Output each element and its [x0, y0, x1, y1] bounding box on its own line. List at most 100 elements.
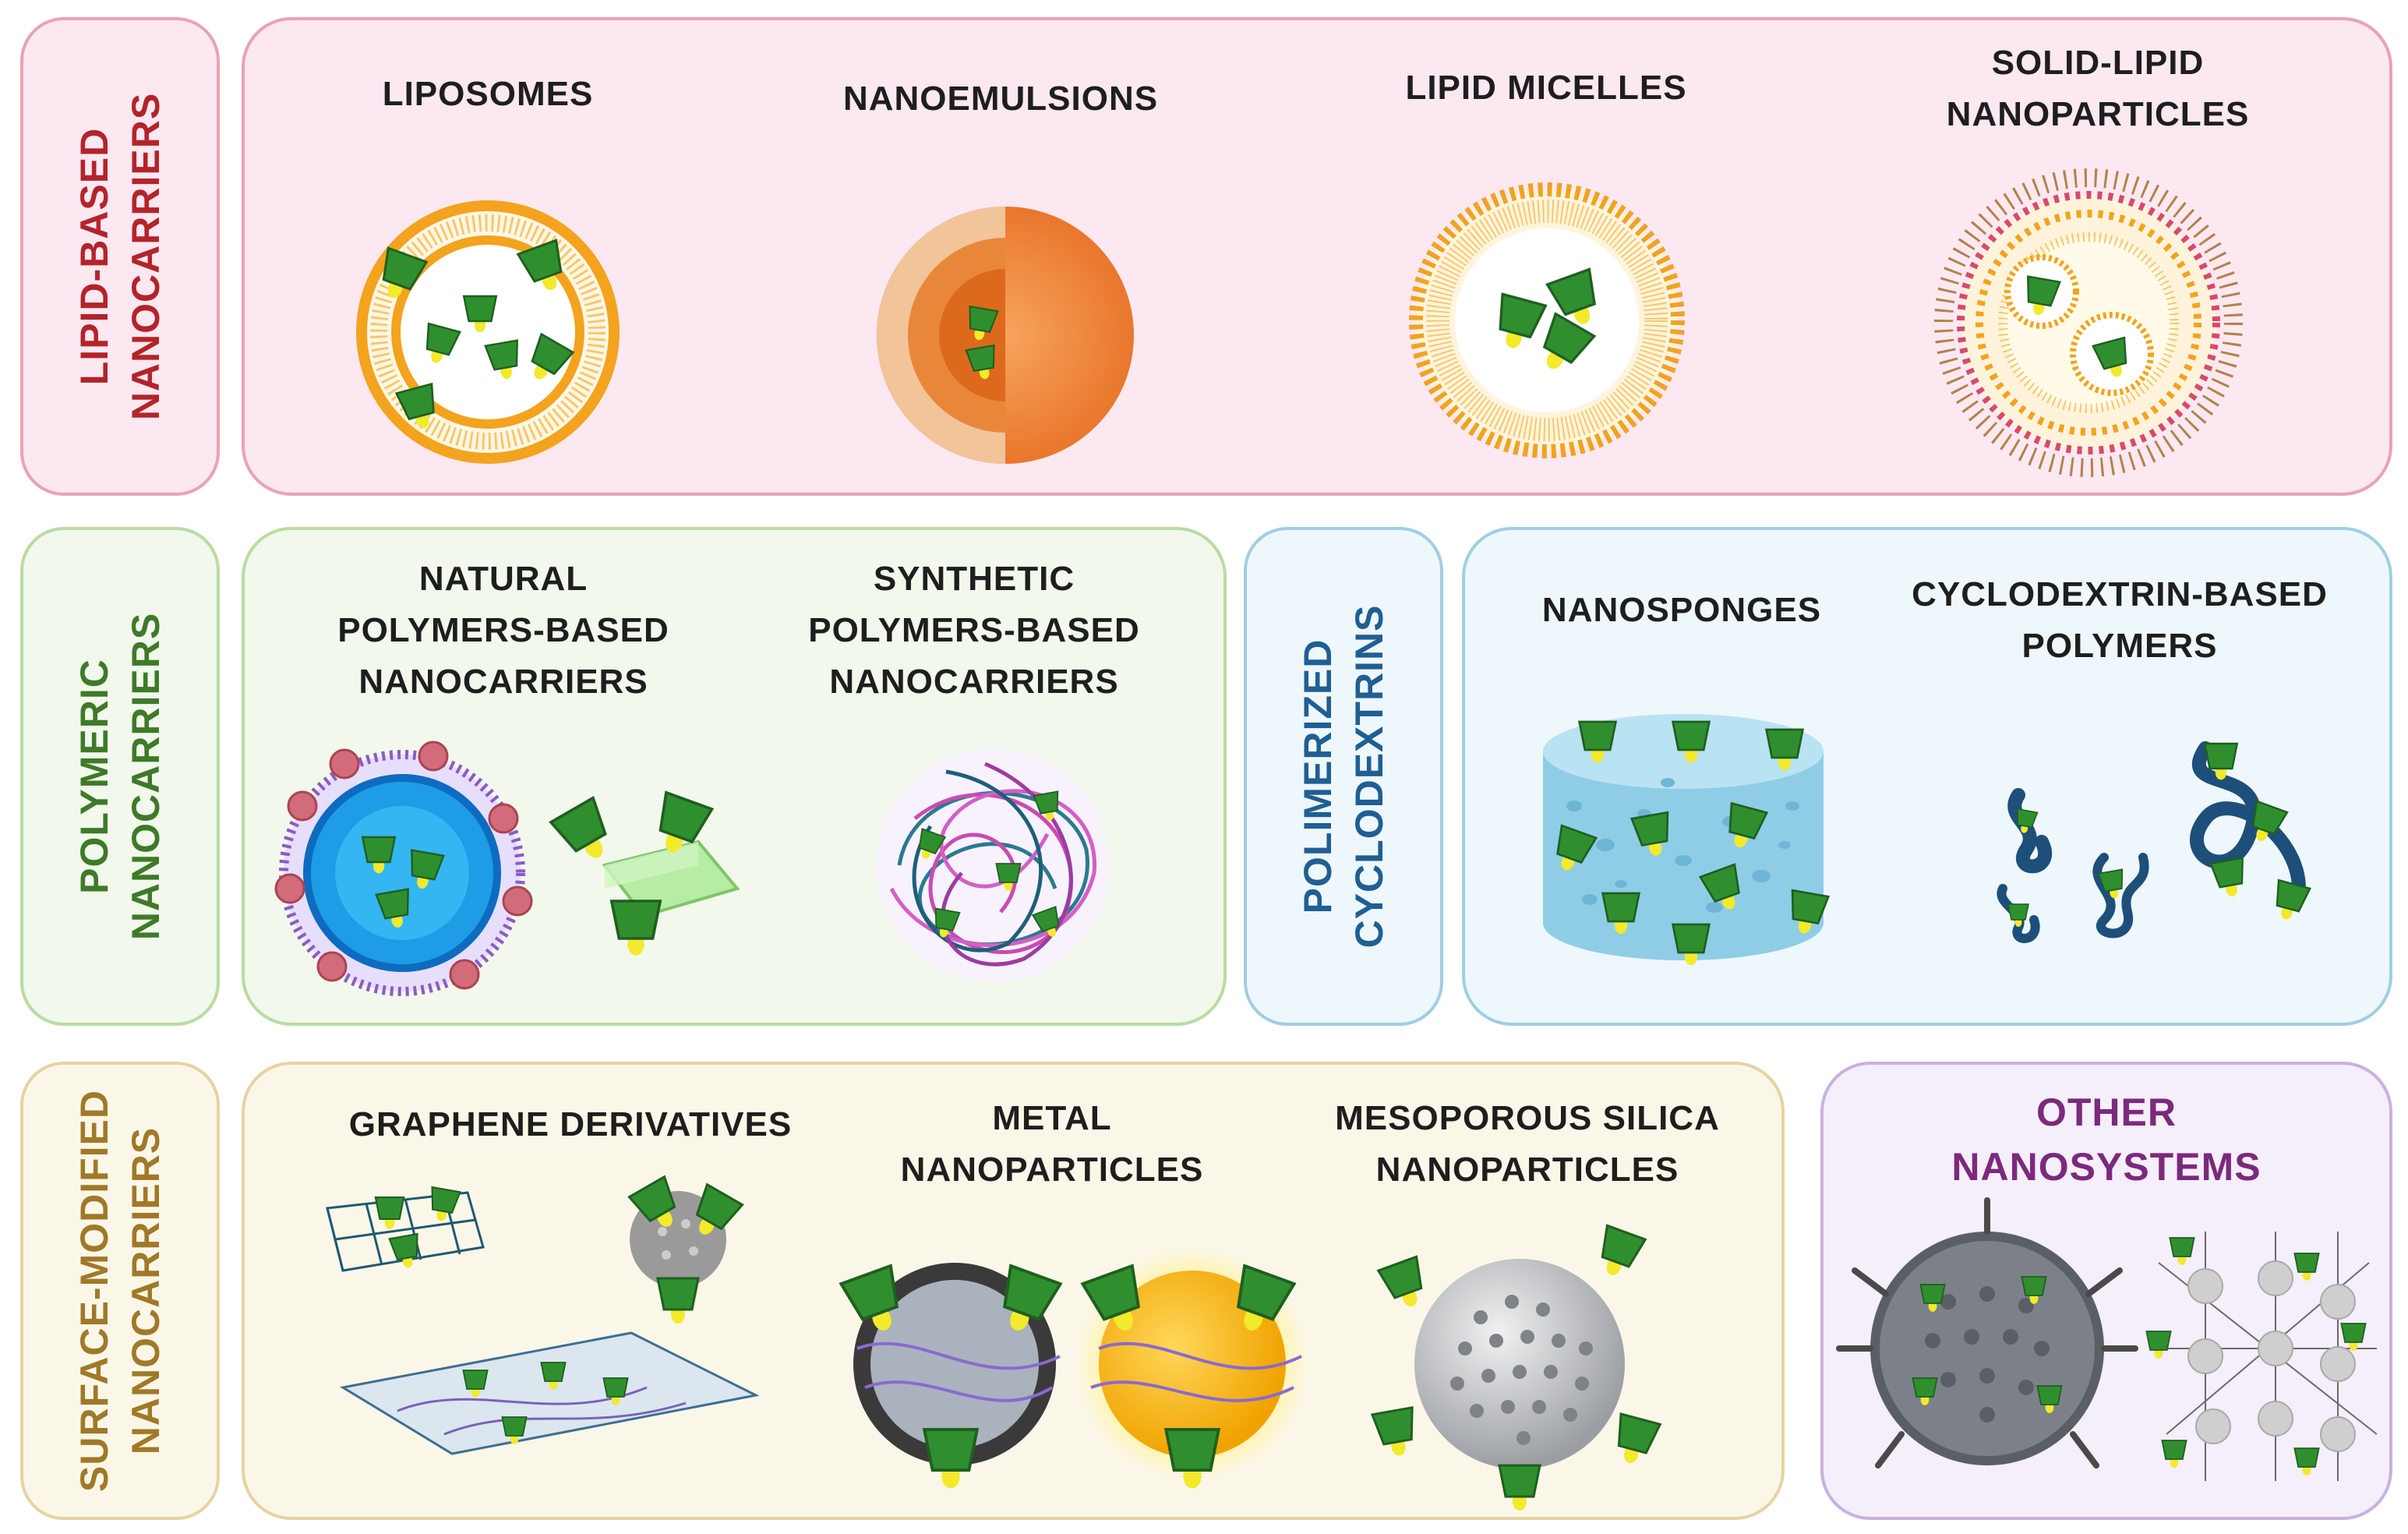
drug-molecule-icon: [549, 795, 607, 858]
cyclodextrins-category-label: POLIMERIZED CYCLODEXTRINS: [1292, 605, 1395, 949]
drug-molecule-icon: [531, 332, 575, 380]
label-line: NANOCARRIERS: [124, 612, 168, 941]
drug-molecule-icon: [627, 1175, 676, 1227]
metal-nanoparticle-icon: [839, 1247, 1309, 1489]
polymeric-category-box: POLYMERIC NANOCARRIERS: [20, 527, 220, 1026]
lipid-micelles-title: LIPID MICELLES: [1405, 62, 1686, 114]
drug-molecule-icon: [374, 1196, 405, 1229]
drug-molecule-icon: [2021, 1276, 2047, 1304]
label-line: NANOCARRIERS: [124, 92, 168, 421]
drug-molecule-icon: [2203, 742, 2239, 780]
drug-molecule-icon: [484, 339, 518, 380]
label-line: POLYMERIC: [72, 659, 116, 894]
drug-molecule-icon: [462, 1370, 489, 1398]
title-line: NANOPARTICLES: [1946, 95, 2250, 133]
cd-polymers-title: CYCLODEXTRIN-BASED POLYMERS: [1912, 569, 2328, 672]
surface-category-label: SURFACE-MODIFIED NANOCARRIERS: [69, 1090, 171, 1492]
silica-nanoparticle-icon: [1370, 1224, 1662, 1511]
title-line: NANOEMULSIONS: [842, 80, 1159, 118]
drug-molecule-icon: [2340, 1323, 2367, 1351]
drug-molecule-icon: [839, 1264, 899, 1331]
natural-polymer-nanocarrier-icon: [274, 740, 740, 996]
lipid-micelle-icon: [1409, 182, 1685, 458]
drug-molecule-icon: [388, 1232, 418, 1268]
drug-molecule-icon: [540, 1362, 567, 1390]
drug-molecule-icon: [1376, 1255, 1423, 1307]
title-line: POLYMERS-BASED: [337, 611, 669, 649]
lipid-category-box: LIPID-BASED NANOCARRIERS: [20, 17, 220, 496]
drug-molecule-icon: [1033, 790, 1059, 821]
label-line: CYCLODEXTRINS: [1347, 604, 1391, 949]
title-line: SOLID-LIPID: [1991, 44, 2205, 82]
drug-molecule-icon: [1236, 1264, 1297, 1331]
surface-category-box: SURFACE-MODIFIED NANOCARRIERS: [20, 1062, 220, 1520]
label-line: NANOCARRIERS: [124, 1126, 168, 1455]
title-line: LIPOSOMES: [382, 75, 594, 113]
title-line: METAL: [992, 1099, 1112, 1137]
drug-molecule-icon: [2251, 800, 2289, 841]
drug-molecule-icon: [1728, 801, 1769, 848]
drug-molecule-icon: [602, 1377, 629, 1405]
label-line: NANOSYSTEMS: [1951, 1145, 2261, 1189]
drug-molecule-icon: [922, 1428, 980, 1489]
drug-molecule-icon: [2092, 336, 2127, 377]
drug-molecule-icon: [1601, 1224, 1647, 1276]
drug-molecule-icon: [1545, 267, 1596, 324]
title-line: MESOPOROUS SILICA: [1335, 1099, 1720, 1137]
title-line: NANOPARTICLES: [900, 1150, 1204, 1189]
synthetic-polymer-nanocarrier-icon: [876, 748, 1110, 982]
drug-molecule-icon: [516, 239, 563, 291]
drug-molecule-icon: [382, 246, 429, 299]
drug-molecule-icon: [969, 305, 999, 341]
drug-molecule-icon: [2027, 275, 2061, 316]
cyclodextrin-polymer-icon: [1997, 741, 2311, 943]
title-line: GRAPHENE DERIVATIVES: [348, 1105, 793, 1143]
drug-molecule-icon: [918, 828, 947, 859]
title-line: NANOSPONGES: [1541, 591, 1822, 629]
nanoemulsions-title: NANOEMULSIONS: [843, 73, 1158, 125]
drug-molecule-icon: [1601, 892, 1641, 935]
metal-title: METAL NANOPARTICLES: [901, 1093, 1204, 1196]
drug-molecule-icon: [1629, 811, 1669, 856]
liposomes-title: LIPOSOMES: [383, 69, 594, 120]
other-category-label: OTHER NANOSYSTEMS: [1951, 1085, 2261, 1194]
title-line: NANOPARTICLES: [1375, 1150, 1679, 1189]
title-line: NATURAL: [418, 560, 588, 598]
drug-molecule-icon: [1031, 906, 1060, 937]
drug-molecule-icon: [2145, 1331, 2172, 1359]
drug-molecule-icon: [1698, 863, 1740, 910]
cyclodextrins-category-box: POLIMERIZED CYCLODEXTRINS: [1244, 527, 1443, 1026]
drug-molecule-icon: [2097, 868, 2124, 899]
drug-molecule-icon: [1002, 1264, 1063, 1331]
graphene-title: GRAPHENE DERIVATIVES: [349, 1099, 792, 1150]
drug-molecule-icon: [1764, 728, 1805, 771]
drug-molecule-icon: [375, 888, 409, 928]
drug-molecule-icon: [995, 863, 1022, 891]
drug-molecule-icon: [2017, 808, 2039, 833]
title-line: LIPID MICELLES: [1405, 69, 1687, 107]
drug-molecule-icon: [1671, 720, 1711, 763]
lipid-category-label: LIPID-BASED NANOCARRIERS: [69, 93, 171, 420]
drug-molecule-icon: [1080, 1264, 1141, 1331]
label-line: POLIMERIZED: [1296, 638, 1340, 914]
drug-molecule-icon: [1556, 824, 1598, 871]
drug-molecule-icon: [1617, 1412, 1662, 1463]
drug-molecule-icon: [2036, 1385, 2063, 1413]
polymeric-category-label: POLYMERIC NANOCARRIERS: [69, 613, 171, 940]
drug-molecule-icon: [394, 382, 435, 429]
drug-molecule-icon: [2293, 1447, 2320, 1476]
label-line: OTHER: [2036, 1090, 2177, 1134]
drug-molecule-icon: [2276, 878, 2311, 920]
title-line: SYNTHETIC: [873, 560, 1075, 598]
drug-molecule-icon: [965, 344, 995, 380]
drug-molecule-icon: [1499, 292, 1548, 348]
drug-molecule-icon: [2161, 1440, 2187, 1468]
drug-molecule-icon: [1577, 720, 1618, 763]
title-line: CYCLODEXTRIN-BASED: [1912, 575, 2328, 613]
nanoemulsion-icon: [877, 207, 1134, 464]
drug-molecule-icon: [411, 849, 445, 889]
graphene-icon: [326, 1175, 760, 1455]
solid-lipid-nanoparticle-icon: [1934, 168, 2243, 477]
nanosponges-title: NANOSPONGES: [1542, 585, 1821, 636]
drug-molecule-icon: [2007, 903, 2029, 927]
